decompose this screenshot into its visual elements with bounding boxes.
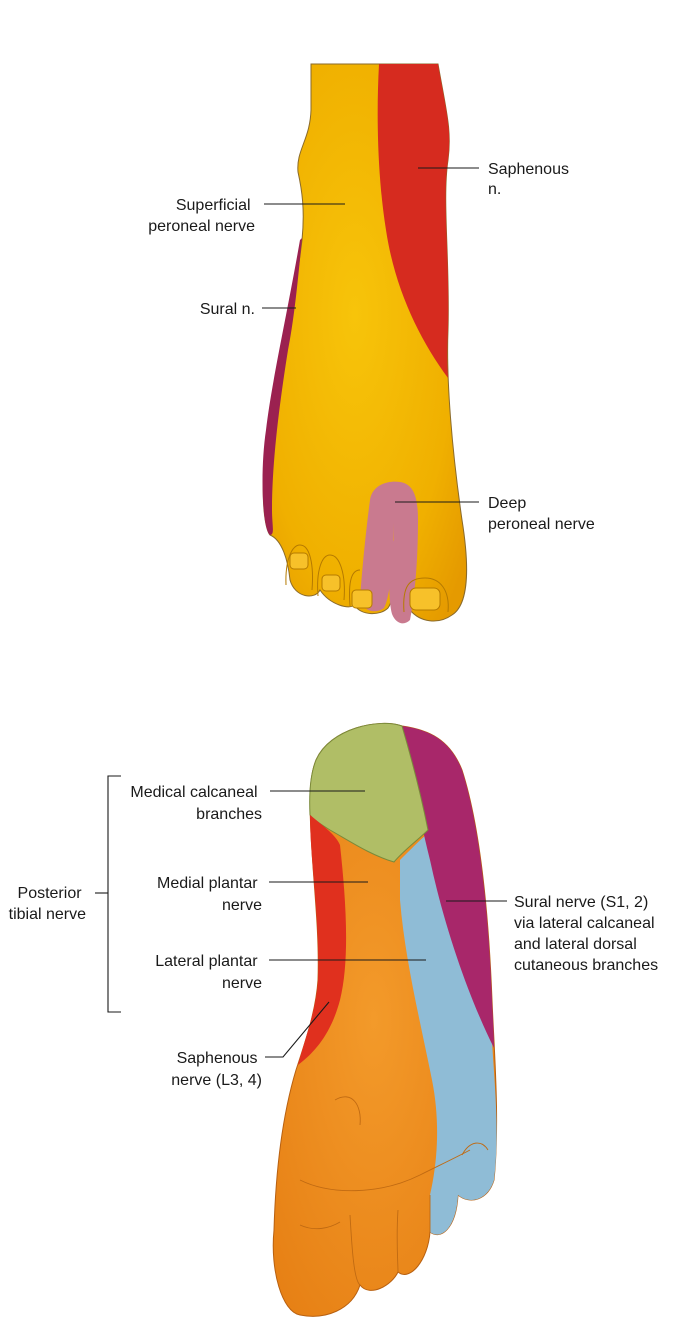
label-posterior-tibial: Posterior tibial nerve <box>9 885 86 923</box>
label-superficial-peroneal: Superficial peroneal nerve <box>148 197 255 235</box>
sural-region-dorsal <box>262 238 302 535</box>
label-sural-dorsal: Sural n. <box>200 301 255 318</box>
dorsal-foot <box>262 63 468 624</box>
plantar-sole-details <box>299 1096 489 1286</box>
label-saphenous-dorsal: Saphenous n. <box>488 161 573 198</box>
dorsal-labels: Saphenous n. Superficial peroneal nerve … <box>148 161 595 533</box>
plantar-labels: Posterior tibial nerve Medical calcaneal… <box>9 784 659 1089</box>
plantar-foot <box>272 722 498 1317</box>
label-sural-plantar: Sural nerve (S1, 2) via lateral calcanea… <box>514 894 659 974</box>
saphenous-region-plantar <box>298 815 347 1065</box>
label-medical-calcaneal: Medical calcaneal branches <box>130 784 262 823</box>
saphenous-region-dorsal <box>377 64 450 378</box>
dorsal-toenails <box>289 552 441 611</box>
deep-peroneal-region <box>360 481 418 624</box>
label-lateral-plantar: Lateral plantar nerve <box>155 953 262 992</box>
dorsal-toe-details <box>285 544 449 613</box>
sural-region-plantar <box>402 726 494 1048</box>
dorsal-leader-lines <box>262 167 479 503</box>
label-saphenous-plantar: Saphenous nerve (L3, 4) <box>171 1050 262 1089</box>
label-medial-plantar: Medial plantar nerve <box>157 875 262 914</box>
label-deep-peroneal: Deep peroneal nerve <box>488 495 595 533</box>
plantar-leader-lines <box>95 775 507 1058</box>
